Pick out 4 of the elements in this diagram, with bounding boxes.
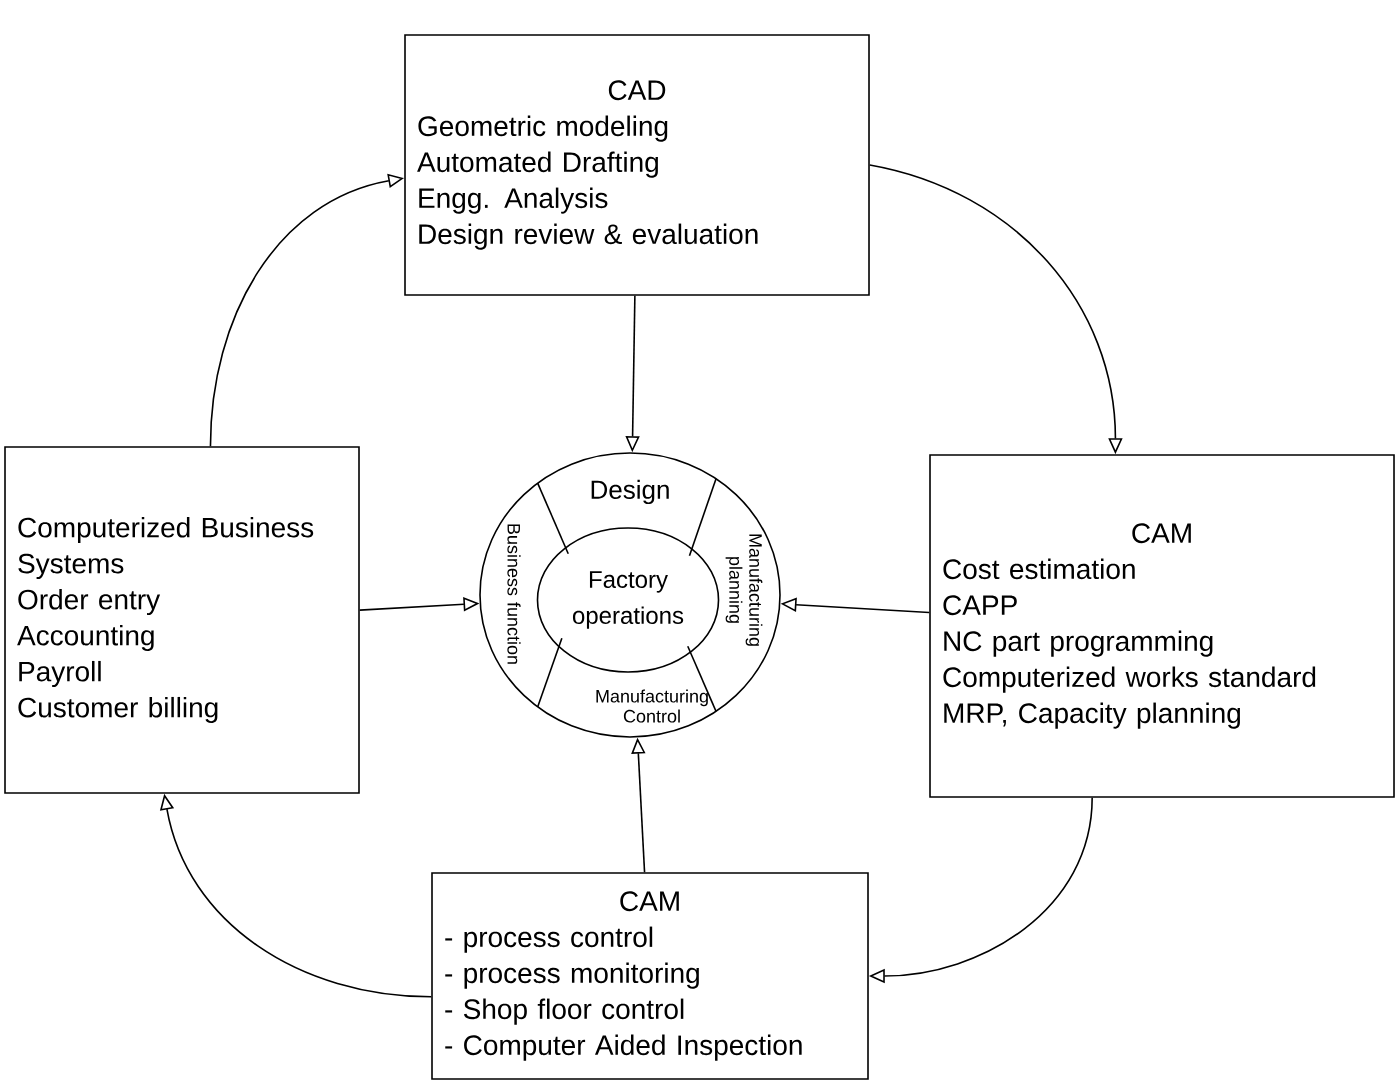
text-box: CAM Cost estimation CAPP NC part programming Computerized works standard MRP, Capacity planning: [929, 454, 1395, 798]
text-box: CAD Geometric modeling Automated Drafting Engg. Analysis Design review & evaluation: [404, 34, 870, 296]
text-box: CAM - process control - process monitoring - Shop floor control - Computer Aided Inspection: [431, 872, 869, 1080]
text-box: Computerized Business Systems Order entry Accounting Payroll Customer billing: [4, 446, 360, 794]
